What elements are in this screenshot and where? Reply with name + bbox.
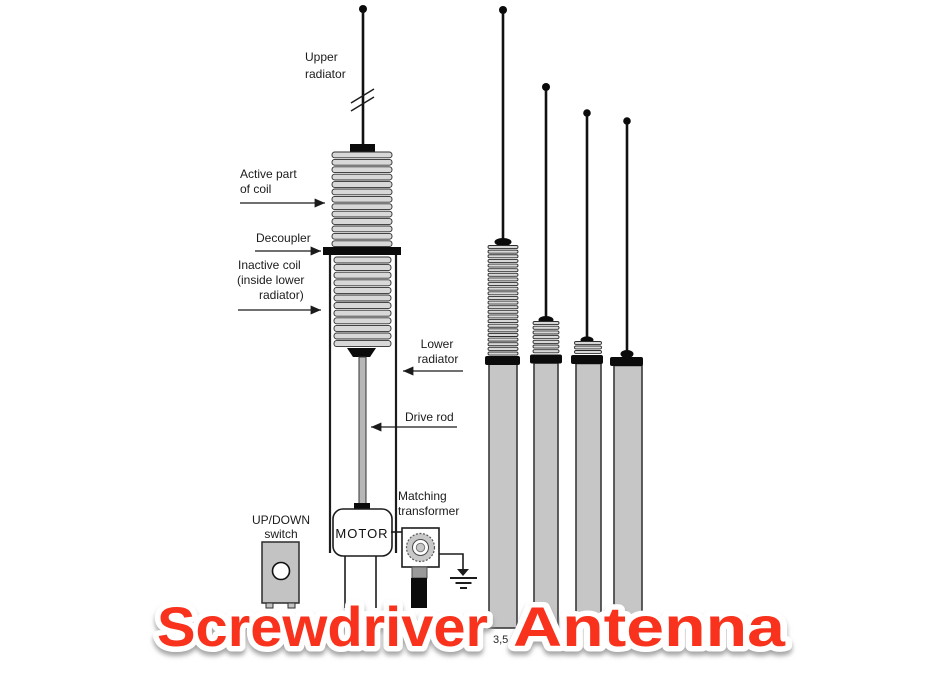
schematic: Upper radiator Active part of coil Decou… (237, 5, 477, 609)
inactive-coil-label-line3: radiator) (259, 288, 304, 302)
poster-title-word2: Antenna (513, 595, 786, 658)
coil-bottom-cap (347, 348, 376, 357)
updown-switch-label-line2: switch (264, 527, 297, 541)
whip-tip (623, 117, 631, 125)
mast-tube (575, 362, 602, 629)
upper-radiator-label: Upper radiator (305, 50, 346, 81)
upper-radiator-label-line1: Upper (305, 50, 338, 64)
active-coil (331, 151, 393, 248)
poster-title: Screwdriver Antenna (157, 595, 786, 658)
drive-rod-label: Drive rod (371, 410, 457, 432)
drive-rod-label-text: Drive rod (405, 410, 454, 424)
length-break-icon (350, 88, 375, 112)
collar-band (610, 357, 643, 366)
active-coil-label: Active part of coil (240, 167, 325, 208)
coil-top-cap (350, 144, 375, 152)
matching-transformer-label-line1: Matching (398, 489, 447, 503)
drive-rod-coupler (354, 503, 370, 511)
switch-foot-right (287, 602, 296, 609)
collar-band (530, 354, 562, 364)
lower-radiator-label-line1: Lower (421, 337, 454, 351)
coil-cap (620, 350, 634, 358)
active-coil-label-line1: Active part (240, 167, 297, 181)
coil-cap (494, 238, 512, 246)
toroid-icon (405, 532, 436, 563)
inactive-coil-label-line1: Inactive coil (238, 258, 301, 272)
coax-connector (411, 566, 428, 579)
coil (574, 341, 602, 354)
upper-radiator-label-line2: radiator (305, 67, 346, 81)
inactive-coil-label: Inactive coil (inside lower radiator) (237, 258, 321, 315)
updown-switch: UP/DOWN switch (252, 513, 310, 609)
coax-cable (411, 578, 427, 608)
decoupler-label: Decoupler (255, 231, 321, 256)
comparison-antenna-1 (485, 6, 520, 629)
decoupler-label-text: Decoupler (256, 231, 311, 245)
poster-title-word1: Screwdriver (157, 595, 488, 658)
mast-tube (533, 362, 559, 629)
lower-radiator-label: Lower radiator (403, 337, 463, 376)
coil (532, 321, 560, 354)
active-coil-label-line2: of coil (240, 182, 271, 196)
matching-transformer: Matching transformer (391, 489, 477, 608)
whip-tip (542, 83, 550, 91)
comparison-antenna-4 (610, 117, 643, 629)
comparison-antenna-2 (530, 83, 562, 629)
ground-icon (439, 553, 477, 589)
lower-radiator-label-line2: radiator (418, 352, 459, 366)
updown-switch-label-line1: UP/DOWN (252, 513, 310, 527)
inactive-coil (333, 256, 392, 348)
drive-rod (358, 356, 367, 506)
decoupler-bar (323, 247, 401, 255)
whip-tip (499, 6, 507, 14)
collar-band (485, 356, 520, 365)
collar-band (571, 355, 603, 364)
mast-tube (488, 363, 518, 629)
frequency-label: 3,5 (493, 634, 508, 646)
inactive-coil-label-line2: (inside lower (237, 273, 304, 287)
antenna-comparison (485, 6, 643, 629)
whip-tip (583, 109, 591, 117)
motor-label: MOTOR (335, 526, 388, 541)
comparison-antenna-3 (571, 109, 603, 629)
switch-button (271, 561, 291, 581)
switch-foot-left (265, 602, 274, 609)
coil (487, 245, 519, 356)
matching-transformer-label-line2: transformer (398, 504, 459, 518)
mast-tube (613, 364, 643, 629)
whip-tip (359, 5, 367, 13)
